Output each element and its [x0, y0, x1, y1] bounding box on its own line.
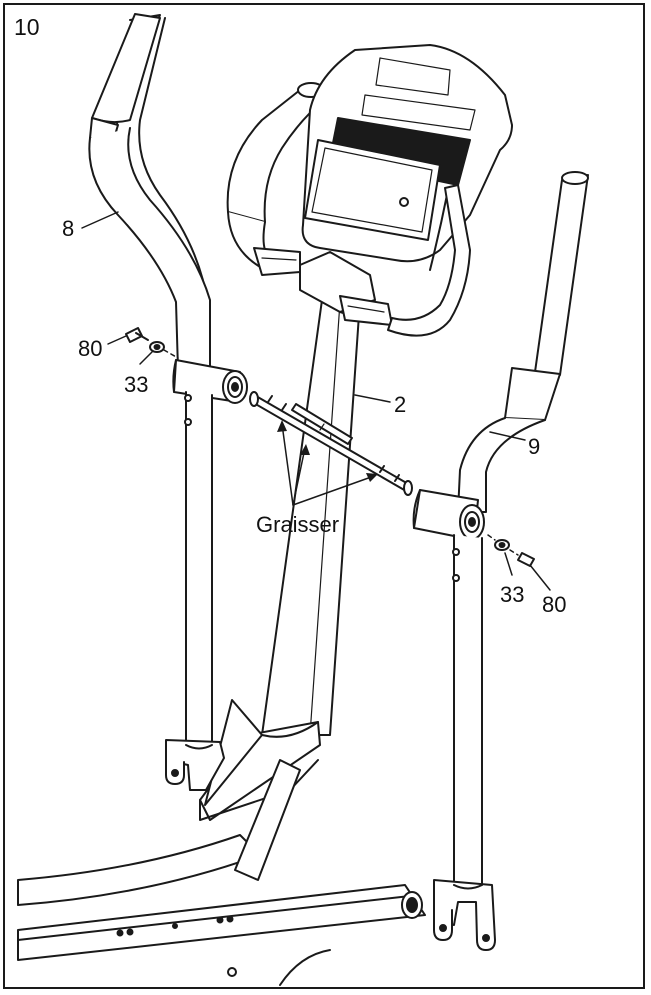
- base-frame: [17, 834, 426, 986]
- callout-washer-33-right: 33: [500, 582, 525, 607]
- callout-bolt-80-right: 80: [542, 592, 567, 617]
- right-handle-arm: [412, 171, 589, 951]
- step-number: 10: [14, 14, 40, 40]
- callout-bolt-80-left: 80: [78, 336, 103, 361]
- console-assembly: [226, 44, 513, 337]
- callout-part-2: 2: [394, 392, 407, 417]
- left-hardware: [125, 327, 179, 359]
- callout-washer-33-left: 33: [124, 372, 149, 397]
- arrowheads: [277, 420, 378, 482]
- right-hardware: [487, 534, 535, 567]
- callout-part-8: 8: [62, 216, 75, 241]
- pivot-axle: [249, 391, 413, 496]
- left-handle-arm: [88, 13, 248, 791]
- grease-label: Graisser: [256, 512, 340, 537]
- callout-part-9: 9: [528, 434, 541, 459]
- leader-lines: [81, 211, 551, 591]
